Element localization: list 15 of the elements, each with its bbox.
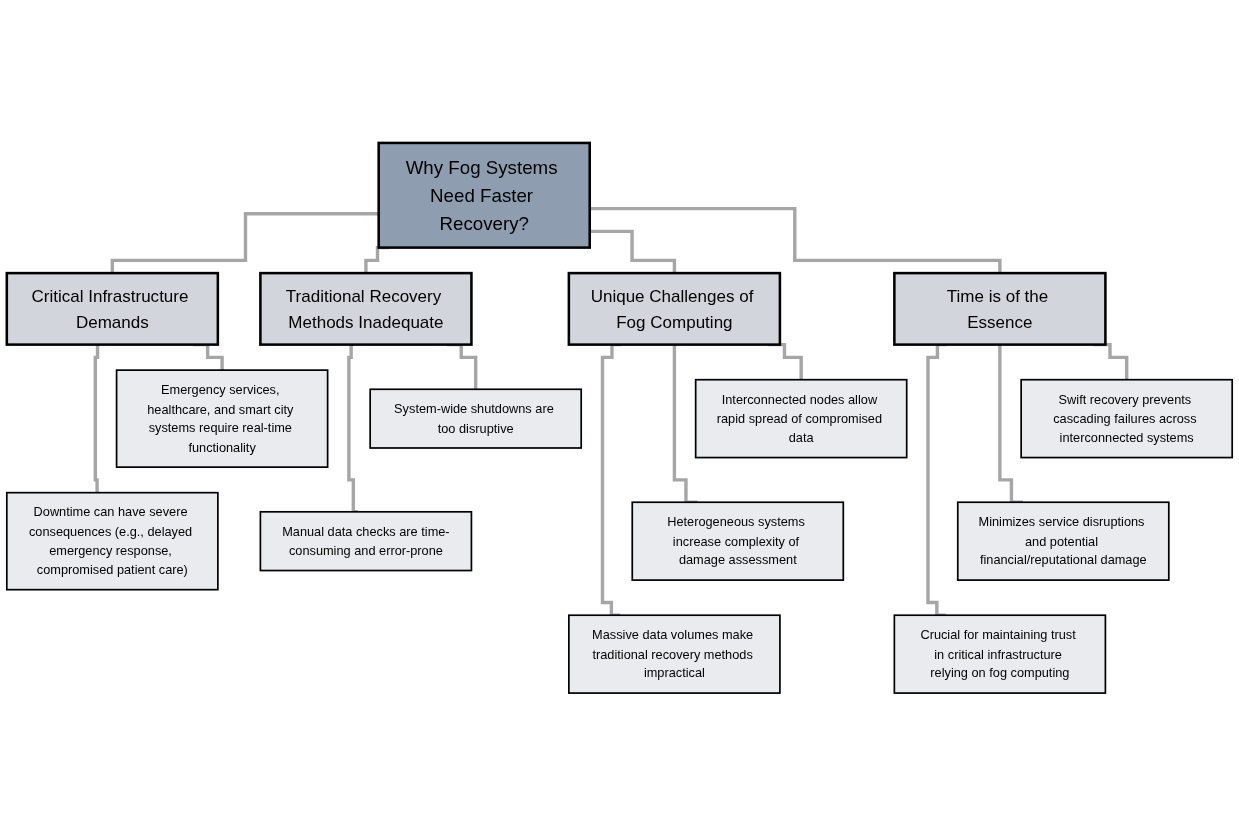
node-box: Massive data volumes make traditional recovery methods impractical bbox=[568, 614, 781, 694]
node-box: Critical Infrastructure Demands bbox=[5, 271, 220, 346]
node-box: Heterogeneous systems increase complexity of damage assessment bbox=[631, 501, 845, 581]
node-box: Manual data checks are time-consuming and error-prone bbox=[259, 510, 473, 572]
node-box: Why Fog Systems Need Faster Recovery? bbox=[377, 141, 591, 249]
node-box: Interconnected nodes allow rapid spread of compromised data bbox=[694, 378, 908, 459]
node-box: Crucial for maintaining trust in critical infrastructure relying on fog computing bbox=[893, 614, 1107, 694]
node-box: Traditional Recovery Methods Inadequate bbox=[259, 271, 473, 346]
node-box: Emergency services, healthcare, and smart city systems require real-time functionality bbox=[115, 369, 329, 468]
node-box: Unique Challenges of Fog Computing bbox=[567, 271, 782, 346]
node-box: Minimizes service disruptions and potential financial/reputational damage bbox=[956, 501, 1170, 581]
node-box: Downtime can have severe consequences (e.g., delayed emergency response, compromised patient care) bbox=[5, 491, 219, 591]
node-box: Time is of the Essence bbox=[893, 271, 1107, 346]
node-box: Swift recovery prevents cascading failures across interconnected systems bbox=[1020, 378, 1234, 459]
node-box: System-wide shutdowns are too disruptive bbox=[369, 388, 583, 449]
